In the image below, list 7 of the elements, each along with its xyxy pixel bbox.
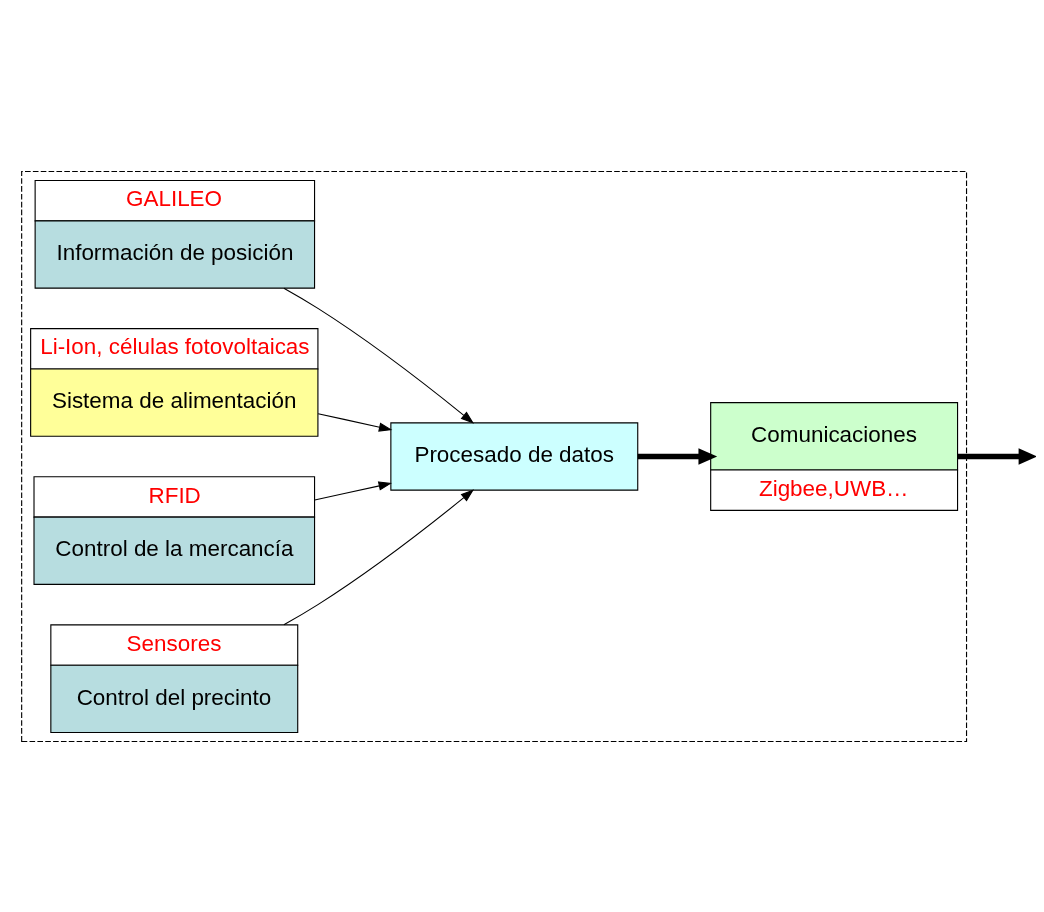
arrow bbox=[957, 447, 1036, 465]
arrow bbox=[317, 412, 393, 432]
arrow bbox=[314, 480, 392, 501]
arrow bbox=[637, 447, 718, 465]
arrow bbox=[283, 488, 475, 625]
arrow bbox=[283, 287, 475, 424]
cluster bbox=[21, 170, 968, 742]
